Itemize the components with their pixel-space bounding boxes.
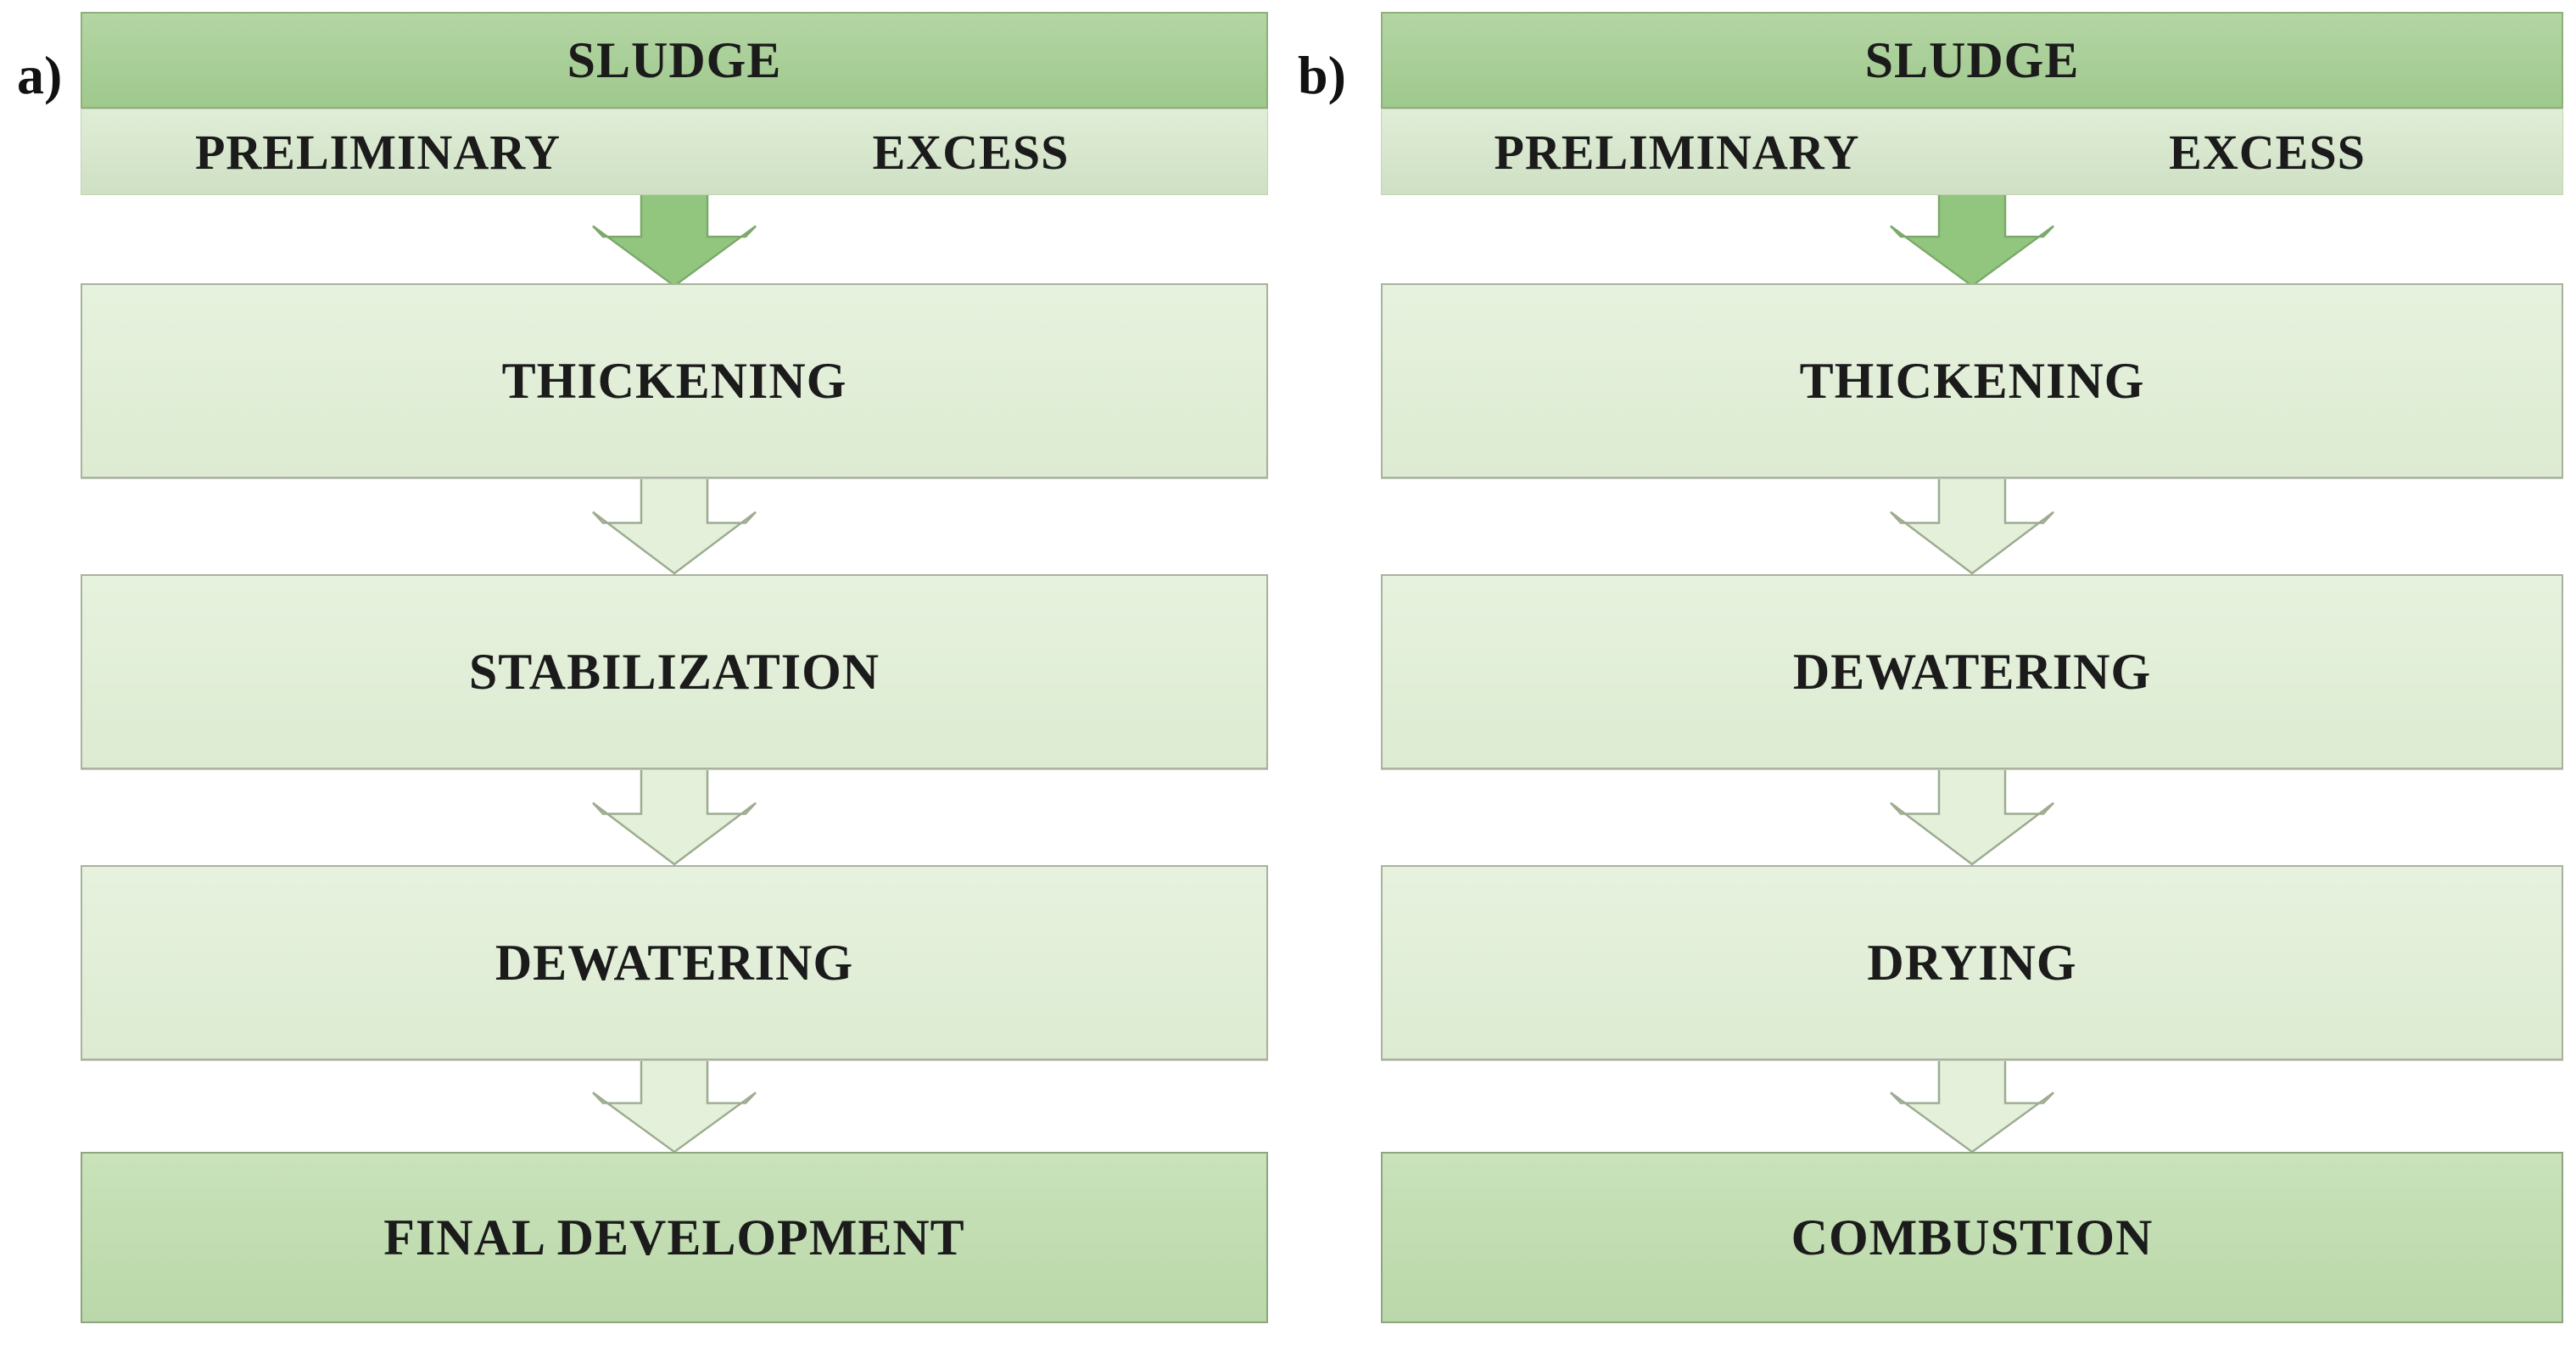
down-arrow-icon [590, 475, 759, 574]
panel-a-label: a) [17, 45, 63, 105]
sludge-header-label: SLUDGE [567, 31, 782, 88]
down-arrow-icon [590, 1057, 759, 1153]
step-label: DEWATERING [495, 934, 854, 991]
step-box-drying: DRYING [1381, 865, 2563, 1060]
down-arrow-icon [1887, 475, 2057, 574]
step-label: THICKENING [1799, 352, 2145, 409]
sludge-header-box: SLUDGE [1381, 12, 2563, 109]
down-arrow-icon [1887, 190, 2057, 287]
input-preliminary-label: PRELIMINARY [194, 124, 562, 180]
step-label: THICKENING [501, 352, 847, 409]
step-box-thickening: THICKENING [81, 283, 1268, 478]
sludge-header-box: SLUDGE [81, 12, 1268, 109]
panel-b: SLUDGE PRELIMINARY EXCESS THICKENING DEW… [1381, 0, 2563, 1352]
final-label: FINAL DEVELOPMENT [383, 1209, 965, 1265]
step-box-thickening: THICKENING [1381, 283, 2563, 478]
input-excess-label: EXCESS [2169, 124, 2366, 180]
step-box-dewatering: DEWATERING [81, 865, 1268, 1060]
down-arrow-icon [590, 766, 759, 865]
step-box-dewatering: DEWATERING [1381, 574, 2563, 769]
sludge-header-label: SLUDGE [1864, 31, 2080, 88]
final-box-combustion: COMBUSTION [1381, 1152, 2563, 1323]
panel-b-label: b) [1298, 45, 1346, 105]
step-label: DRYING [1867, 934, 2077, 991]
panel-a: SLUDGE PRELIMINARY EXCESS THICKENING STA… [81, 0, 1268, 1352]
sludge-inputs-row: PRELIMINARY EXCESS [1381, 109, 2563, 195]
final-label: COMBUSTION [1791, 1209, 2154, 1265]
input-preliminary-label: PRELIMINARY [1494, 124, 1860, 180]
down-arrow-icon [590, 190, 759, 287]
down-arrow-icon [1887, 1057, 2057, 1153]
final-box-final-development: FINAL DEVELOPMENT [81, 1152, 1268, 1323]
input-excess-label: EXCESS [872, 124, 1070, 180]
down-arrow-icon [1887, 766, 2057, 865]
step-label: DEWATERING [1792, 643, 2152, 700]
sludge-inputs-row: PRELIMINARY EXCESS [81, 109, 1268, 195]
step-label: STABILIZATION [468, 643, 880, 700]
step-box-stabilization: STABILIZATION [81, 574, 1268, 769]
